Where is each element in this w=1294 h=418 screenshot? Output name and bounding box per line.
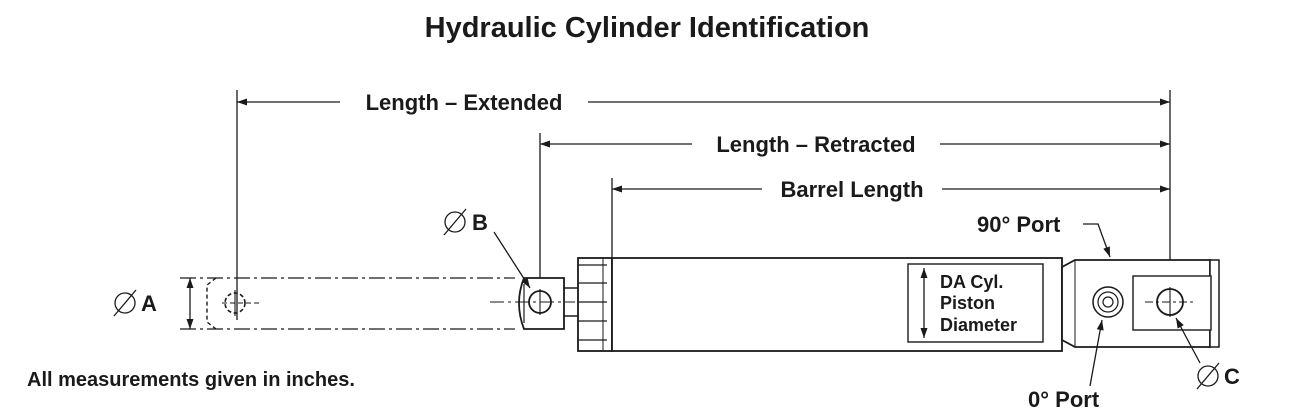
port-0-label: 0° Port [1028, 387, 1100, 412]
rod-end [490, 277, 578, 330]
diameter-symbol-icon [1197, 365, 1219, 387]
port-90-callout: 90° Port [977, 212, 1111, 258]
piston-label-line2: Piston [940, 293, 995, 313]
piston-diameter-callout: DA Cyl. Piston Diameter [907, 263, 1044, 343]
measurement-footnote: All measurements given in inches. [27, 369, 355, 391]
length-extended-dimension: Length – Extended [237, 90, 1170, 115]
length-retracted-dimension: Length – Retracted [540, 132, 1170, 157]
diameter-b-label: B [472, 210, 488, 235]
diameter-c-label: C [1224, 364, 1240, 389]
piston-label-line1: DA Cyl. [940, 272, 1003, 292]
diagram-title: Hydraulic Cylinder Identification [424, 12, 870, 44]
diameter-b-callout: B [443, 208, 531, 289]
cylinder-base-cap [1061, 259, 1220, 348]
diameter-symbol-icon [114, 292, 136, 314]
port-0-callout: 0° Port [1028, 319, 1104, 412]
port-90-label: 90° Port [977, 212, 1061, 237]
barrel-length-label: Barrel Length [780, 177, 923, 202]
piston-label-line3: Diameter [940, 315, 1017, 335]
diameter-a-callout: A [113, 278, 194, 329]
rod-extended-phantom [180, 277, 515, 330]
length-extended-label: Length – Extended [366, 90, 563, 115]
length-retracted-label: Length – Retracted [716, 132, 915, 157]
diameter-c-callout: C [1175, 317, 1240, 390]
cylinder-gland [577, 257, 613, 352]
barrel-length-dimension: Barrel Length [612, 177, 1170, 202]
diameter-symbol-icon [444, 211, 466, 233]
diameter-a-label: A [141, 291, 157, 316]
